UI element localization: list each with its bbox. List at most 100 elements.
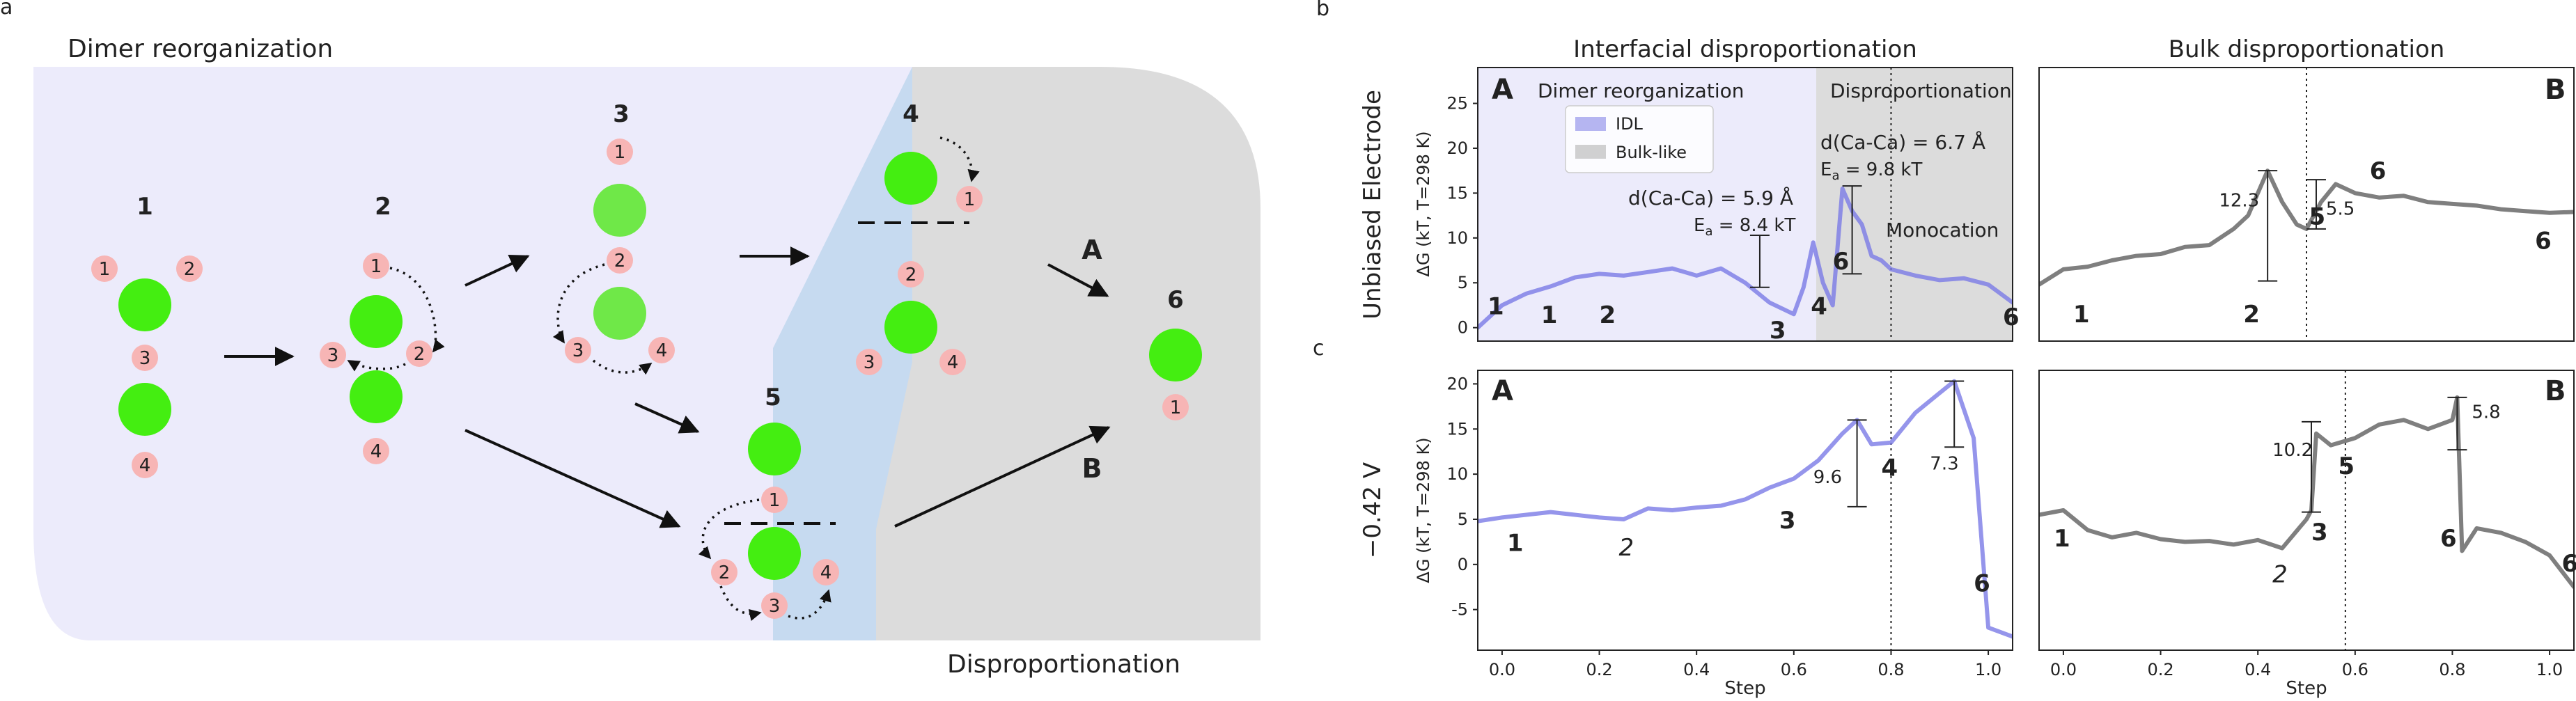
svg-text:4: 4 xyxy=(656,340,668,361)
state-label-1: 1 xyxy=(136,193,153,221)
y-tick-label: 20 xyxy=(1446,374,1468,393)
legend-label-idl: IDL xyxy=(1616,114,1644,134)
scheme-title-right: Disproportionation xyxy=(947,650,1180,679)
x-tick-label: 0.4 xyxy=(1683,660,1710,679)
subplot-letter-top-left: A xyxy=(1492,74,1513,106)
annotation-ea1: Ea = 8.4 kT xyxy=(1694,215,1795,239)
legend-swatch-bulk xyxy=(1575,145,1606,159)
svg-text:1: 1 xyxy=(614,142,626,163)
y-axis-label-bottom: ΔG (kT, T=298 K) xyxy=(1414,437,1433,583)
svg-text:4: 4 xyxy=(820,562,832,583)
state-label: 6 xyxy=(2370,157,2387,185)
molecule xyxy=(884,301,937,354)
ion: 1 xyxy=(91,255,118,282)
annotation-d2: d(Ca-Ca) = 6.7 Å xyxy=(1820,130,1985,154)
ion: 4 xyxy=(132,452,158,478)
ion: 3 xyxy=(132,345,158,371)
molecule xyxy=(118,278,171,331)
svg-text:3: 3 xyxy=(572,340,584,361)
svg-text:2: 2 xyxy=(414,344,426,365)
molecule xyxy=(748,527,801,580)
legend-label-bulk: Bulk-like xyxy=(1616,143,1687,162)
y-tick-label: 0 xyxy=(1458,318,1468,338)
molecule xyxy=(748,423,801,475)
state-label: 3 xyxy=(1779,507,1796,535)
ions: 1 2 3 4 1 2 3 4 1 2 3 4 1 2 3 4 1 2 3 4 … xyxy=(91,139,1189,619)
ion: 2 xyxy=(711,559,737,585)
panel-letter-c: c xyxy=(1313,336,1325,361)
error-bar-label: 5.5 xyxy=(2326,198,2355,219)
x-tick-label: 0.6 xyxy=(2342,660,2368,679)
series-line xyxy=(1478,379,2013,639)
ion: 3 xyxy=(761,592,788,619)
ion: 3 xyxy=(320,342,346,368)
dispro-region xyxy=(1816,68,2013,341)
ion: 1 xyxy=(363,253,389,279)
state-label: 6 xyxy=(2003,304,2020,331)
ion: 4 xyxy=(939,349,966,375)
ion: 1 xyxy=(761,487,788,513)
state-label: 2 xyxy=(2243,301,2260,329)
state-label: 6 xyxy=(2562,550,2576,578)
molecule xyxy=(118,383,171,436)
legend-swatch-idl xyxy=(1575,117,1606,131)
y-tick-label: 5 xyxy=(1458,273,1468,292)
state-label: 2 xyxy=(1600,301,1616,329)
state-label: 1 xyxy=(1541,301,1558,329)
molecule xyxy=(1149,329,1202,381)
x-tick-label: 0.0 xyxy=(1489,660,1515,679)
annotation-ea2: Ea = 9.8 kT xyxy=(1820,159,1922,183)
state-label: 1 xyxy=(1488,292,1504,320)
plot-area xyxy=(1478,68,2013,341)
svg-text:3: 3 xyxy=(864,352,875,373)
error-bar-label: 12.3 xyxy=(2219,191,2259,212)
x-tick-label: 0.4 xyxy=(2245,660,2271,679)
svg-text:1: 1 xyxy=(1170,397,1182,418)
state-label-6: 6 xyxy=(1167,286,1184,314)
error-bar-label: 9.6 xyxy=(1813,467,1842,488)
state-label: 1 xyxy=(2054,525,2070,553)
y-tick-label: 0 xyxy=(1458,555,1468,574)
state-label: 1 xyxy=(1507,529,1524,557)
ion: 2 xyxy=(607,247,633,274)
series-line xyxy=(1478,187,2013,330)
annotation-d1: d(Ca-Ca) = 5.9 Å xyxy=(1628,186,1793,210)
plot-area xyxy=(1478,370,2013,650)
state-label: 5 xyxy=(2309,203,2325,230)
background-left xyxy=(33,67,912,640)
state-label-3: 3 xyxy=(613,100,630,128)
y-tick-label: 25 xyxy=(1446,94,1468,113)
svg-text:3: 3 xyxy=(769,596,781,617)
panel-letter-a: a xyxy=(0,0,13,19)
svg-text:1: 1 xyxy=(769,490,781,511)
state-label-5: 5 xyxy=(765,384,781,411)
y-tick-label: 15 xyxy=(1446,183,1468,203)
y-axis-label-top: ΔG (kT, T=298 K) xyxy=(1414,131,1433,276)
dotted-moves xyxy=(347,136,980,622)
plot-area xyxy=(2039,370,2574,650)
state-label: 2 xyxy=(2272,561,2288,589)
row-label-top: Unbiased Electrode xyxy=(1359,90,1387,320)
x-tick-label: 0.8 xyxy=(2439,660,2465,679)
state-label: 6 xyxy=(2440,525,2457,553)
state-label-4: 4 xyxy=(903,100,919,128)
background-interface xyxy=(773,67,912,640)
state-label-2: 2 xyxy=(375,193,391,221)
svg-text:3: 3 xyxy=(139,348,151,369)
axes-frame-bottom-left xyxy=(1477,370,2013,651)
ion: 1 xyxy=(956,186,983,212)
state-label: 4 xyxy=(1811,292,1827,320)
state-label: 5 xyxy=(2338,452,2355,480)
error-bar-label: 7.3 xyxy=(1930,454,1958,475)
svg-text:1: 1 xyxy=(964,189,976,210)
column-title-right: Bulk disproportionation xyxy=(2169,36,2445,63)
y-tick-label: 5 xyxy=(1458,510,1468,529)
svg-text:2: 2 xyxy=(614,251,626,271)
row-label-bottom: −0.42 V xyxy=(1359,462,1387,558)
ion: 1 xyxy=(607,139,633,165)
error-bar-label: 10.2 xyxy=(2272,440,2313,461)
x-tick-label: 0.2 xyxy=(2147,660,2173,679)
x-axis-label-left: Step xyxy=(1724,678,1765,699)
svg-text:1: 1 xyxy=(370,256,382,277)
